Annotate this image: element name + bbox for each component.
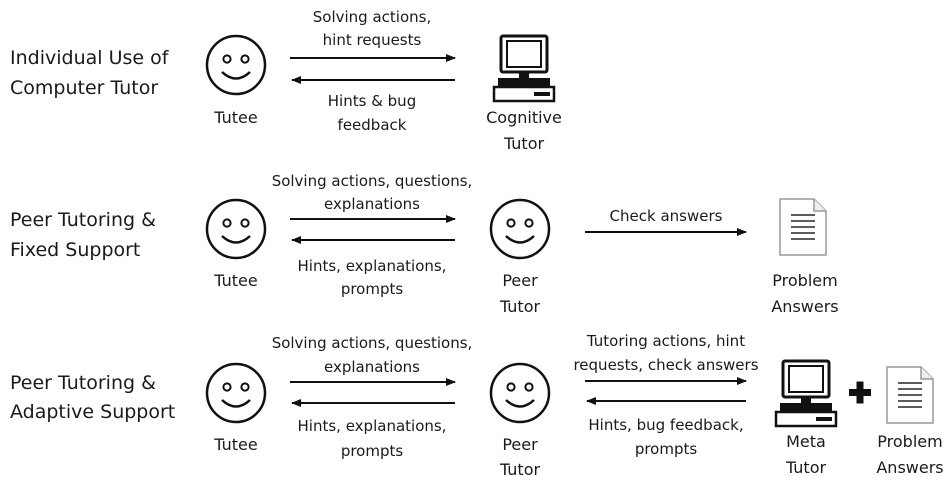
peer-label-line2: Tutor [499, 297, 541, 316]
row-fixed-support: Peer Tutoring & Fixed Support Tutee Solv… [10, 172, 839, 316]
smiley-face-icon [205, 362, 267, 424]
smiley-face-icon [489, 362, 551, 424]
document-icon [886, 366, 934, 424]
row-title-line2: Adaptive Support [10, 401, 175, 423]
smiley-face-icon [205, 198, 267, 260]
doc-label-line1: Problem [772, 271, 837, 290]
row-adaptive-support: Peer Tutoring & Adaptive Support Tutee S… [10, 332, 944, 477]
arrow-label-line1: Solving actions, questions, [272, 172, 473, 190]
document-icon [779, 198, 827, 256]
doc-label-line2: Answers [876, 458, 943, 477]
arrow-label-line2: requests, check answers [573, 356, 758, 374]
peer-label-line2: Tutor [499, 460, 541, 477]
peer-label-line1: Peer [502, 435, 538, 454]
doc-label-line2: Answers [771, 297, 838, 316]
computer-icon [492, 34, 556, 103]
arrow-label-line2: prompts [341, 442, 404, 460]
arrow-label-line1: Hints, bug feedback, [588, 416, 743, 434]
arrow-label-line1: Hints, explanations, [298, 417, 447, 435]
arrow-label-line1: Solving actions, questions, [272, 334, 473, 352]
arrow-label-line2: prompts [341, 280, 404, 298]
smiley-face-icon [489, 198, 551, 260]
peer-label-line1: Peer [502, 271, 538, 290]
smiley-face-icon [205, 34, 267, 96]
tutee-label: Tutee [213, 435, 257, 454]
tutee-label: Tutee [213, 108, 257, 127]
arrow-label-line2: explanations [324, 358, 420, 376]
row-title-line2: Fixed Support [10, 239, 140, 261]
arrow-label-line1: Hints, explanations, [298, 257, 447, 275]
row-title-line1: Peer Tutoring & [10, 209, 156, 231]
row-title-line1: Peer Tutoring & [10, 372, 156, 394]
tutor-label-line1: Cognitive [486, 108, 562, 127]
arrow-label-line2: feedback [338, 116, 407, 134]
check-answers-label: Check answers [610, 207, 723, 225]
arrow-label-line1: Solving actions, [313, 8, 431, 26]
tutee-label: Tutee [213, 271, 257, 290]
tutor-label-line2: Tutor [503, 134, 545, 153]
arrow-label-line1: Hints & bug [328, 92, 416, 110]
meta-label-line1: Meta [786, 432, 826, 451]
row-title-line1: Individual Use of [10, 47, 170, 69]
computer-icon [774, 359, 838, 428]
doc-label-line1: Problem [877, 432, 942, 451]
meta-label-line2: Tutor [785, 458, 827, 477]
arrow-label-line2: explanations [324, 195, 420, 213]
plus-icon [849, 381, 871, 404]
arrow-label-line1: Tutoring actions, hint [586, 332, 745, 350]
row-title-line2: Computer Tutor [10, 77, 158, 99]
arrow-label-line2: prompts [635, 440, 698, 458]
row-individual-use: Individual Use of Computer Tutor Tutee S… [10, 8, 562, 153]
arrow-label-line2: hint requests [323, 31, 422, 49]
